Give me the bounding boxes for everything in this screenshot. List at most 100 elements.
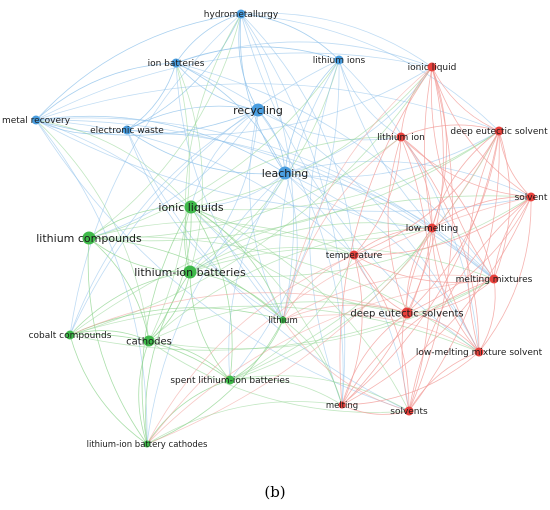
edge	[341, 278, 495, 406]
node-hydrometallurgy[interactable]	[236, 9, 246, 19]
edge	[35, 119, 148, 445]
edge	[69, 59, 340, 336]
edge	[406, 278, 495, 314]
label-melting: melting	[326, 401, 358, 411]
edge	[126, 129, 495, 280]
edge	[126, 66, 433, 136]
edge	[408, 196, 532, 412]
node-leaching[interactable]	[278, 166, 292, 180]
edge	[126, 129, 410, 412]
node-lithium-ions[interactable]	[334, 55, 344, 65]
edge	[35, 119, 192, 208]
figure-caption: (b)	[264, 483, 286, 501]
edge	[431, 130, 500, 229]
edge	[229, 59, 340, 381]
edge	[284, 172, 480, 353]
network-edges	[35, 12, 532, 445]
edge	[190, 172, 286, 208]
edge	[189, 271, 284, 321]
node-lithium-ion-battery-cathodes[interactable]	[143, 440, 151, 448]
edge	[431, 196, 532, 229]
edge	[146, 196, 532, 445]
edge	[35, 115, 286, 174]
edge	[240, 13, 480, 353]
edge	[406, 130, 500, 314]
node-lithium-ion[interactable]	[396, 132, 406, 142]
node-spent-lithium-ion-batteries[interactable]	[225, 375, 235, 385]
edge	[190, 206, 233, 381]
edge	[148, 206, 192, 342]
label-low-melting: low melting	[406, 224, 458, 234]
label-lithium-ions: lithium ions	[313, 56, 366, 66]
node-solvents[interactable]	[404, 406, 414, 416]
edge	[282, 172, 298, 321]
edge	[189, 271, 231, 381]
edge	[400, 66, 433, 138]
label-deep-eutectic-solvents: deep eutectic solvents	[350, 309, 463, 320]
edge	[35, 119, 128, 135]
node-solvent[interactable]	[526, 192, 536, 202]
label-ion-batteries: ion batteries	[148, 59, 205, 69]
edge	[126, 105, 259, 131]
node-melting-mixtures[interactable]	[489, 274, 499, 284]
label-temperature: temperature	[326, 251, 383, 261]
label-solvent: solvent	[515, 193, 548, 203]
label-cathodes: cathodes	[126, 337, 172, 348]
edge	[175, 41, 433, 68]
node-low-melting[interactable]	[427, 223, 437, 233]
edge	[35, 109, 259, 136]
edge	[146, 379, 231, 445]
node-deep-eutectic-solvent[interactable]	[494, 126, 504, 136]
edge	[229, 254, 355, 381]
edge	[69, 271, 191, 336]
node-ionic-liquids[interactable]	[184, 200, 198, 214]
node-melting[interactable]	[338, 401, 346, 409]
edge	[431, 227, 480, 353]
label-leaching: leaching	[262, 167, 309, 180]
node-ionic-liquid[interactable]	[427, 62, 437, 72]
edge	[146, 278, 495, 445]
edge	[189, 247, 495, 280]
node-deep-eutectic-solvents[interactable]	[401, 307, 413, 319]
edge	[229, 375, 410, 412]
edge	[387, 136, 408, 314]
edge	[88, 130, 500, 242]
edge	[339, 66, 433, 406]
node-lithium-compounds[interactable]	[82, 231, 96, 245]
edge	[69, 13, 242, 336]
node-low-melting-mixture-solvent[interactable]	[474, 347, 484, 357]
label-ionic-liquid: ionic liquid	[408, 63, 457, 73]
edge	[353, 136, 402, 256]
edge	[341, 312, 408, 406]
edge	[190, 130, 500, 211]
node-temperature[interactable]	[349, 250, 359, 260]
edge	[190, 109, 259, 208]
edge	[146, 130, 500, 445]
network-nodes	[31, 9, 536, 448]
node-metal-recovery[interactable]	[31, 115, 41, 125]
edge	[353, 196, 532, 256]
edge	[229, 130, 500, 381]
node-lithium-ion-batteries[interactable]	[183, 265, 197, 279]
edge	[69, 109, 259, 336]
label-solvents: solvents	[390, 407, 428, 417]
node-recycling[interactable]	[251, 103, 265, 117]
edge	[353, 130, 500, 256]
node-cathodes[interactable]	[143, 335, 155, 347]
node-lithium[interactable]	[279, 316, 287, 324]
edge	[240, 12, 433, 68]
node-ion-batteries[interactable]	[171, 58, 181, 68]
edge	[353, 227, 433, 256]
edge	[282, 136, 402, 321]
edge	[189, 196, 532, 278]
label-melting-mixtures: melting mixtures	[456, 275, 533, 285]
edge	[190, 66, 433, 208]
edge	[190, 206, 433, 241]
edge	[35, 52, 433, 121]
edge	[189, 222, 433, 273]
edge	[69, 330, 150, 342]
edge	[408, 130, 500, 412]
node-cobalt-compounds[interactable]	[65, 330, 75, 340]
node-electronic-waste[interactable]	[122, 125, 132, 135]
edge	[69, 334, 148, 445]
